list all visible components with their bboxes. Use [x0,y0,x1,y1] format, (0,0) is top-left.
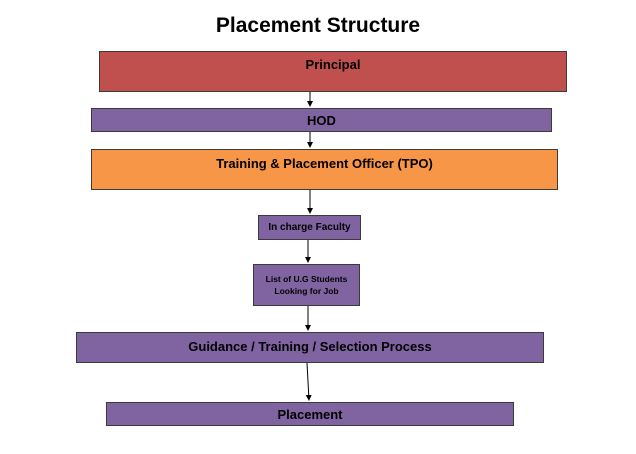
node-guidance: Guidance / Training / Selection Process [76,332,544,363]
node-student-list: List of U.G Students Looking for Job [253,264,360,306]
node-student-list-label-line1: List of U.G Students [265,274,348,284]
arrow-guidance-to-placement [305,362,312,401]
node-incharge-faculty: In charge Faculty [258,215,361,240]
diagram-title: Placement Structure [215,14,421,37]
node-hod: HOD [91,108,552,132]
node-student-list-label-line2: Looking for Job [274,286,339,296]
node-incharge-faculty-label: In charge Faculty [268,222,351,233]
node-placement-label: Placement [277,406,343,422]
node-tpo-label: Training & Placement Officer (TPO) [216,156,433,171]
node-tpo: Training & Placement Officer (TPO) [91,149,558,190]
node-placement: Placement [106,402,514,426]
node-principal: Principal [99,51,567,92]
node-guidance-label: Guidance / Training / Selection Process [188,339,432,354]
node-principal-label: Principal [305,57,361,72]
node-hod-label: HOD [307,112,336,128]
